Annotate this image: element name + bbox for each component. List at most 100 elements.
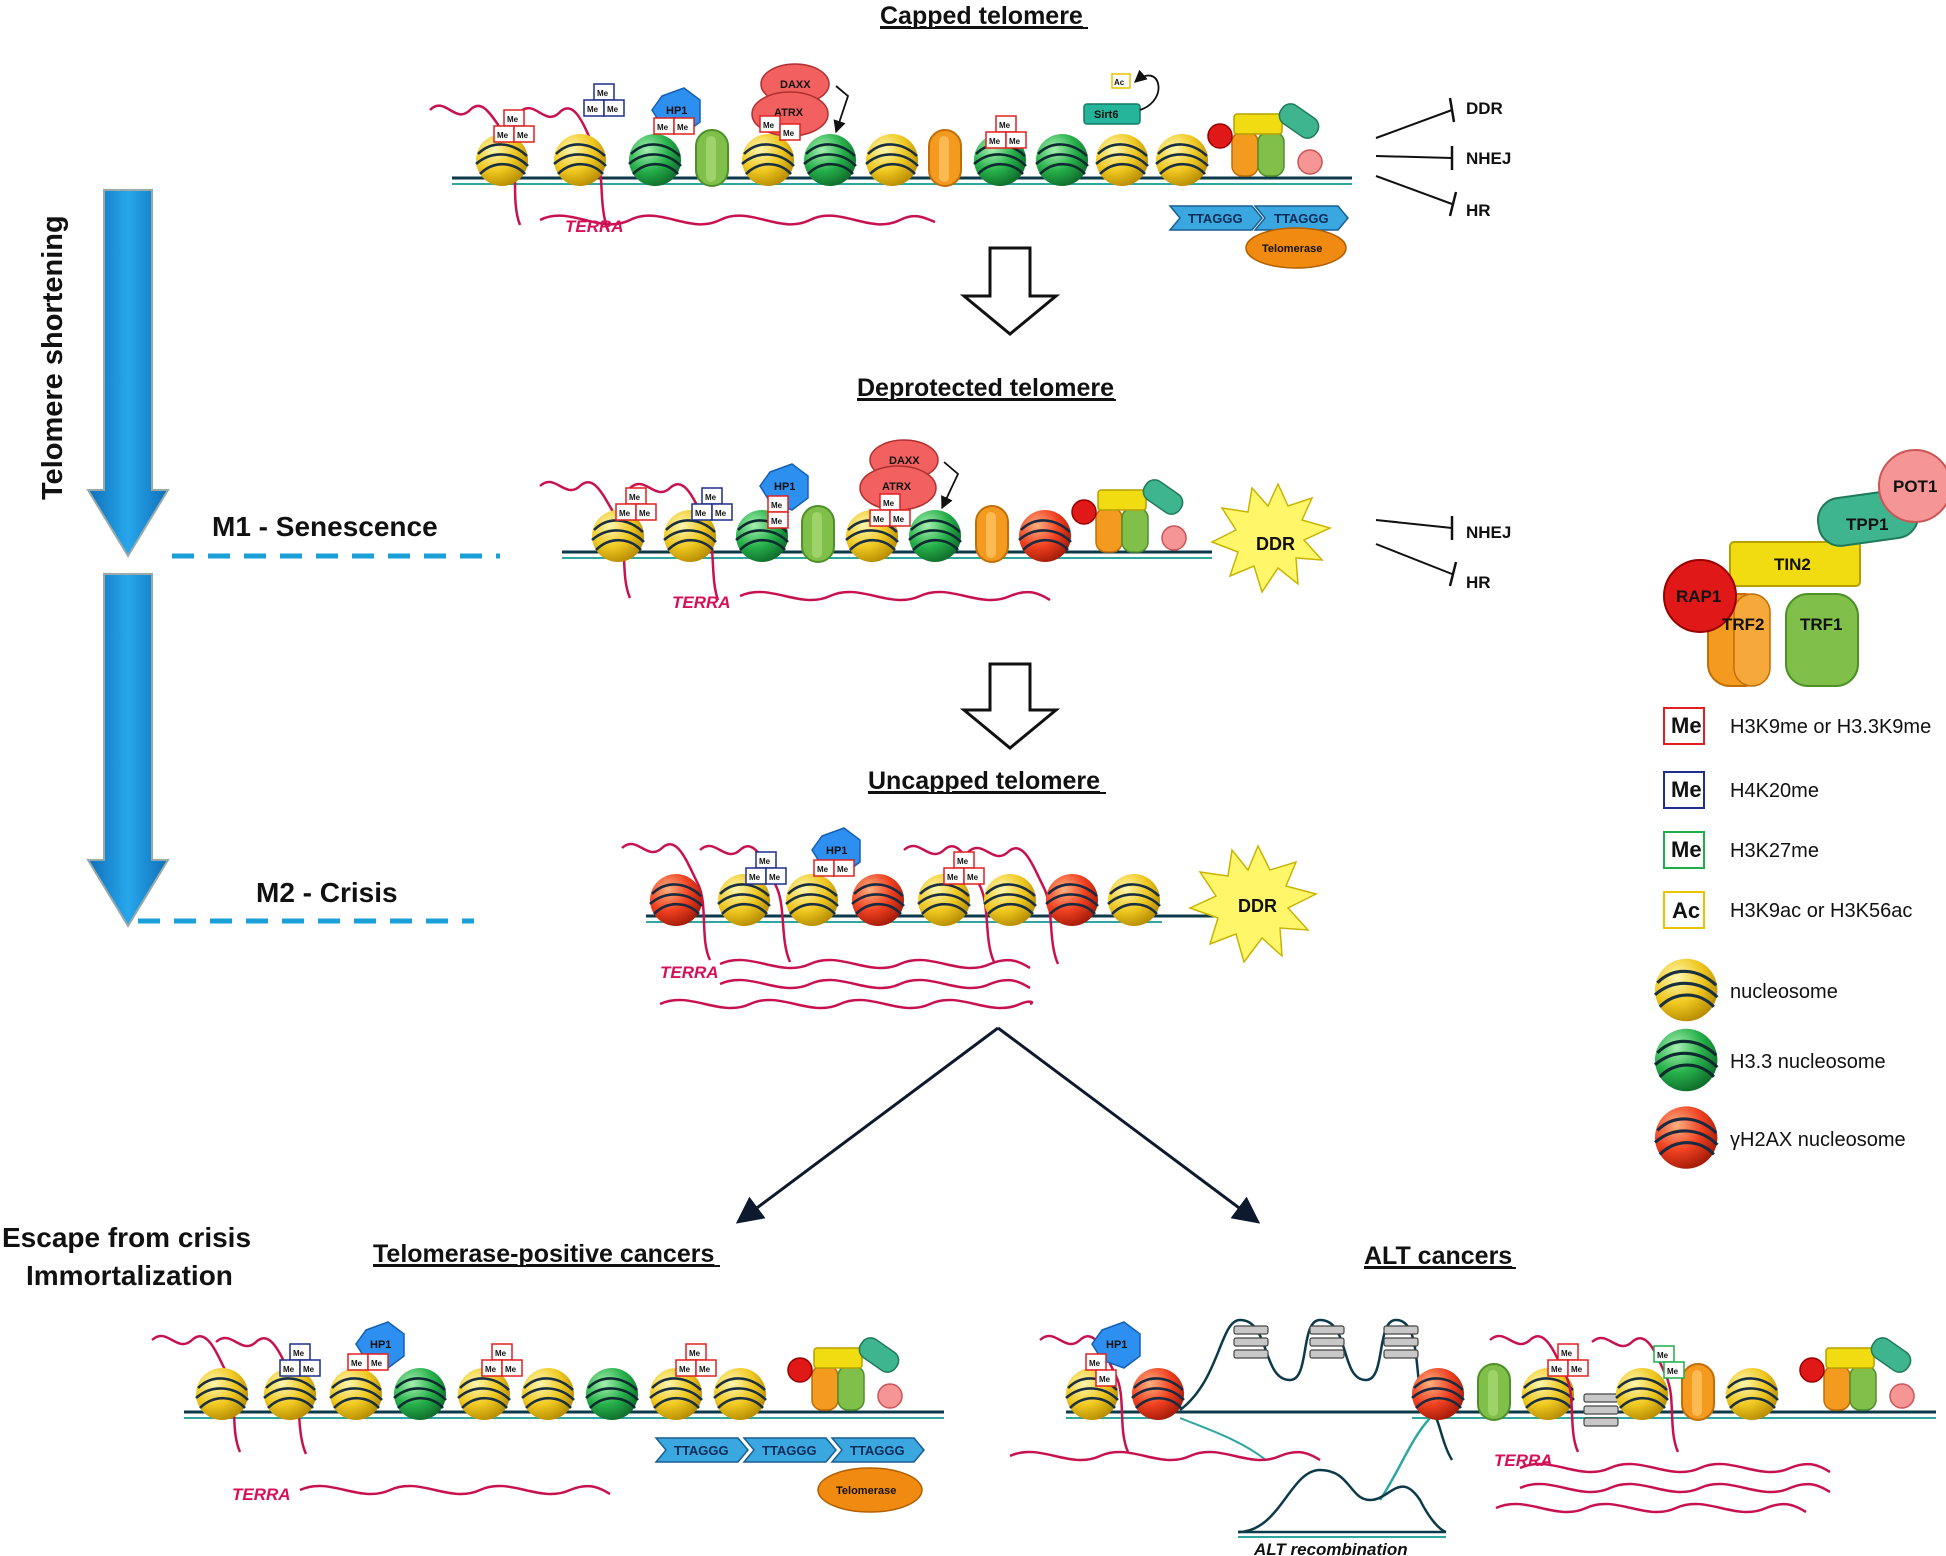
me-mark-group-4: Me Me Me xyxy=(615,487,657,521)
svg-text:Me: Me xyxy=(771,517,783,526)
m1-senescence-label: M1 - Senescence xyxy=(212,511,438,542)
svg-text:TTAGGG: TTAGGG xyxy=(762,1443,817,1458)
svg-text:Sirt6: Sirt6 xyxy=(1094,109,1118,121)
tpp1-label: TPP1 xyxy=(1846,515,1889,534)
capped-telomere-panel: Me Me Me Me Me Me HP1 Me Me DAXX ATRX xyxy=(429,63,1511,269)
svg-text:Me: Me xyxy=(629,493,641,502)
legend-label-h4k20me: H4K20me xyxy=(1730,780,1819,802)
g-quadruplex-group xyxy=(1233,1325,1619,1427)
svg-text:Me: Me xyxy=(1671,777,1702,802)
svg-text:DAXX: DAXX xyxy=(889,455,920,467)
m2-crisis-label: M2 - Crisis xyxy=(256,877,398,908)
svg-text:Me: Me xyxy=(1009,137,1021,146)
svg-text:Me: Me xyxy=(893,515,905,524)
terra-label-capped: TERRA xyxy=(565,217,624,236)
terra-label-deprotected: TERRA xyxy=(672,593,731,612)
telomerase-positive-panel: Me Me Me HP1 Me Me Me Me Me Me Me xyxy=(151,1321,944,1513)
terra-label-uncapped: TERRA xyxy=(660,963,719,982)
tin2-label: TIN2 xyxy=(1774,555,1811,574)
svg-text:Me: Me xyxy=(1667,1367,1679,1376)
me-mark-group-11: Me Me Me xyxy=(1547,1343,1589,1377)
svg-text:Me: Me xyxy=(587,105,599,114)
legend-label-nucleosome: nucleosome xyxy=(1730,981,1838,1003)
svg-text:HP1: HP1 xyxy=(774,481,795,493)
svg-text:Me: Me xyxy=(1099,1375,1111,1384)
svg-text:Me: Me xyxy=(283,1365,295,1374)
svg-text:Me: Me xyxy=(883,499,895,508)
svg-text:DDR: DDR xyxy=(1466,99,1503,118)
shortening-arrow-lower xyxy=(86,573,170,928)
svg-text:Me: Me xyxy=(967,873,979,882)
svg-text:Me: Me xyxy=(817,865,829,874)
alt-recombination-label: ALT recombination xyxy=(1253,1540,1408,1556)
svg-text:Telomerase: Telomerase xyxy=(836,1485,896,1497)
svg-text:Me: Me xyxy=(371,1359,383,1368)
svg-text:HP1: HP1 xyxy=(1106,1339,1127,1351)
svg-text:Me: Me xyxy=(837,865,849,874)
branch-arrow-right xyxy=(997,1026,1261,1224)
uncapped-telomere-title: Uncapped telomere xyxy=(868,767,1100,795)
svg-text:Me: Me xyxy=(303,1365,315,1374)
ddr-burst-uncapped: DDR xyxy=(1188,844,1319,964)
immortalization-label: Immortalization xyxy=(26,1260,233,1291)
telomere-shortening-label: Telomere shortening xyxy=(37,215,69,500)
svg-text:Me: Me xyxy=(715,509,727,518)
legend-label-h3k9me: H3K9me or H3.3K9me xyxy=(1730,716,1931,738)
svg-text:Me: Me xyxy=(957,857,969,866)
svg-text:Me: Me xyxy=(485,1365,497,1374)
telomerase-escape: TTAGGG TTAGGG TTAGGG Telomerase xyxy=(654,1437,925,1513)
capped-inhibition: DDR NHEJ HR xyxy=(1375,97,1511,220)
svg-text:Me: Me xyxy=(639,509,651,518)
svg-text:TTAGGG: TTAGGG xyxy=(674,1443,729,1458)
telomerase-positive-title: Telomerase-positive cancers xyxy=(373,1240,714,1268)
svg-text:ATRX: ATRX xyxy=(882,481,912,493)
svg-text:Telomerase: Telomerase xyxy=(1262,243,1322,255)
svg-text:Me: Me xyxy=(749,873,761,882)
svg-text:HP1: HP1 xyxy=(666,105,687,117)
svg-text:Me: Me xyxy=(989,137,1001,146)
svg-text:Me: Me xyxy=(689,1349,701,1358)
svg-text:Me: Me xyxy=(679,1365,691,1374)
shortening-arrow-upper xyxy=(86,189,170,558)
pot1-label: POT1 xyxy=(1893,477,1937,496)
svg-text:Ac: Ac xyxy=(1672,898,1700,923)
deprotected-telomere-panel: Me Me Me Me Me Me HP1 Me Me DAXX ATRX xyxy=(539,439,1511,612)
svg-text:Me: Me xyxy=(495,1349,507,1358)
svg-text:DDR: DDR xyxy=(1256,534,1295,554)
svg-text:Me: Me xyxy=(1657,1351,1669,1360)
svg-text:DDR: DDR xyxy=(1238,896,1277,916)
svg-text:TTAGGG: TTAGGG xyxy=(850,1443,905,1458)
uncapped-telomere-panel: Me Me Me HP1 Me Me Me Me Me TERRA xyxy=(621,827,1319,1010)
deprotected-inhibition: NHEJ HR xyxy=(1375,516,1511,592)
ddr-burst-deprotected: DDR xyxy=(1210,482,1333,594)
sirt6-capped: Sirt6 Ac xyxy=(1083,69,1160,125)
hp1-deprotected: HP1 Me Me xyxy=(759,463,809,529)
me-mark-group-9: Me Me Me xyxy=(481,1343,523,1377)
me-mark-group-6: Me Me Me xyxy=(745,851,787,885)
svg-text:Me: Me xyxy=(783,129,795,138)
deprotected-telomere-title: Deprotected telomere xyxy=(857,374,1114,402)
svg-text:Me: Me xyxy=(999,121,1011,130)
transition-arrow-1 xyxy=(959,246,1061,336)
svg-text:Me: Me xyxy=(1671,713,1702,738)
hp1-alt: HP1 Me Me xyxy=(1085,1321,1141,1387)
svg-text:TTAGGG: TTAGGG xyxy=(1274,211,1329,226)
svg-text:Me: Me xyxy=(517,131,529,140)
daxx-atrx-deprotected: DAXX ATRX Me Me Me xyxy=(859,439,960,527)
escape-from-crisis-label: Escape from crisis xyxy=(2,1222,251,1253)
me-mark-group-1: Me Me Me xyxy=(493,109,535,143)
me-mark-group-12: Me Me xyxy=(1653,1345,1685,1379)
hp1-telomerase-positive: HP1 Me Me xyxy=(347,1321,405,1371)
legend-label-h3k9ac: H3K9ac or H3K56ac xyxy=(1730,900,1912,922)
svg-text:Me: Me xyxy=(873,515,885,524)
svg-text:Ac: Ac xyxy=(1114,78,1125,87)
svg-text:Me: Me xyxy=(771,501,783,510)
shelterin-complex-legend: POT1 TPP1 TIN2 RAP1 TRF2 TRF1 xyxy=(1663,449,1946,687)
svg-text:NHEJ: NHEJ xyxy=(1466,149,1511,168)
svg-text:Me: Me xyxy=(1089,1359,1101,1368)
svg-text:Me: Me xyxy=(657,123,669,132)
alt-cancers-panel: HP1 Me Me ALT recombinatio xyxy=(1009,1318,1936,1556)
svg-text:Me: Me xyxy=(1571,1365,1583,1374)
svg-text:Me: Me xyxy=(763,121,775,130)
